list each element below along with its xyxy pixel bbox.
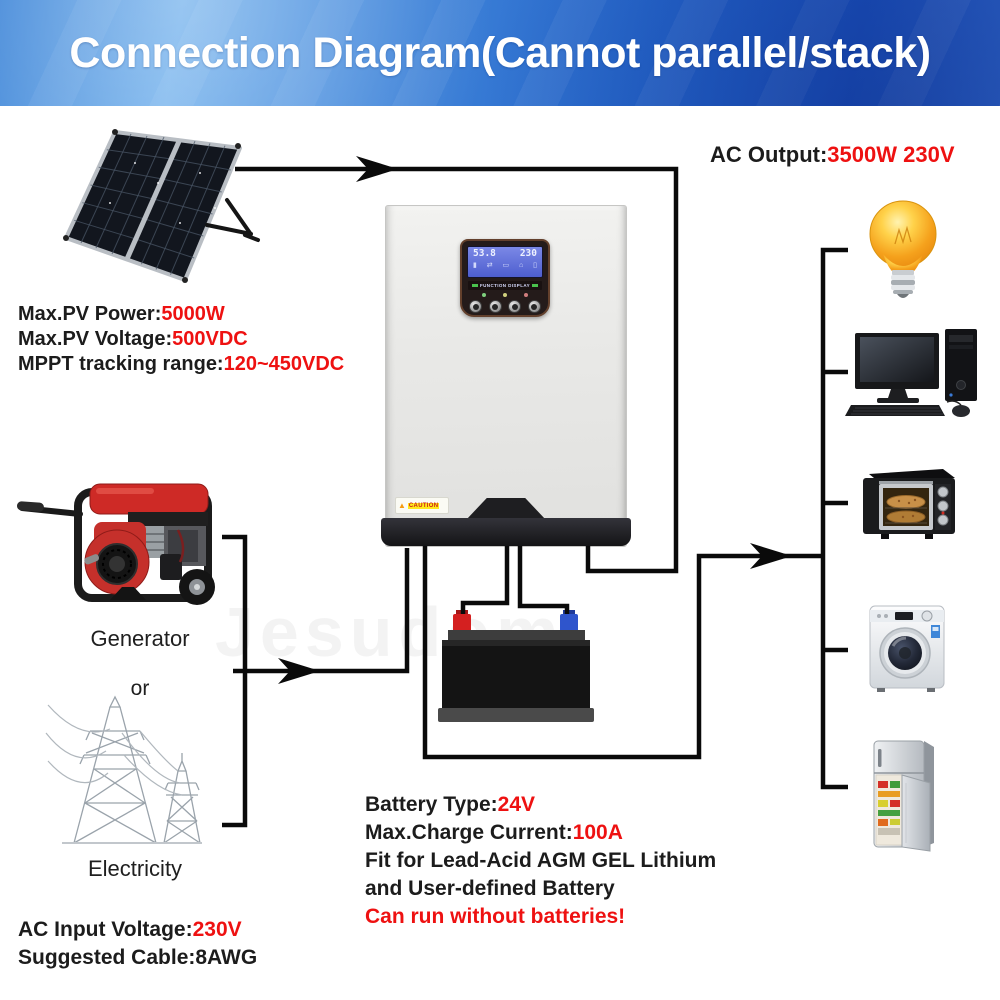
caution-label: ▲ CAUTION <box>395 497 449 514</box>
lcd-status-icons: ▮⇄▭⌂▯ <box>472 262 538 269</box>
solar-panel-illustration <box>63 129 260 283</box>
battery-spec-line: Max.Charge Current:100A <box>365 821 623 844</box>
refrigerator-icon <box>873 740 934 852</box>
pv-spec-line: Max.PV Power:5000W <box>18 303 225 325</box>
inverter-bottom-band <box>381 518 631 546</box>
ac-output-line <box>422 546 823 760</box>
battery-negative-terminal <box>560 614 578 632</box>
inverter-lcd-screen: 53.8 230 ▮⇄▭⌂▯ <box>467 246 543 278</box>
ac-output-text: AC Output:3500W 230V <box>710 142 955 167</box>
pv-specs-text: Max.PV Power:5000W Max.PV Voltage:500VDC… <box>18 302 344 377</box>
inverter-display-panel: 53.8 230 ▮⇄▭⌂▯ FUNCTION DISPLAY <box>460 239 550 317</box>
battery-positive-wire <box>460 546 510 614</box>
desktop-computer-icon <box>845 329 977 417</box>
lcd-left-value: 53.8 <box>473 248 496 259</box>
ac-input-line <box>233 548 410 674</box>
ac-input-text: AC Input Voltage:230V Suggested Cable:8A… <box>18 916 257 972</box>
toaster-oven-icon <box>863 469 955 539</box>
inverter-bottom-vent <box>466 498 546 520</box>
function-display-strip: FUNCTION DISPLAY <box>468 281 542 290</box>
ac-input-line: AC Input Voltage:230V <box>18 918 242 941</box>
appliance-bracket-line <box>820 247 848 790</box>
battery-spec-line: Can run without batteries! <box>365 905 626 928</box>
inverter-button <box>527 300 541 313</box>
inverter-button <box>508 300 522 313</box>
ac-output-arrowhead <box>750 543 792 569</box>
battery-negative-wire <box>517 546 570 614</box>
washing-machine-icon <box>869 605 945 692</box>
pv-arrowhead <box>356 156 398 182</box>
ac-input-line: Suggested Cable:8AWG <box>18 946 258 969</box>
indicator-leds <box>462 293 548 297</box>
battery-spec-line: Battery Type:24V <box>365 793 536 816</box>
pv-spec-line: Max.PV Voltage:500VDC <box>18 328 248 350</box>
ac-input-arrowhead <box>278 658 320 684</box>
warning-triangle-icon: ▲ <box>398 500 406 510</box>
battery-positive-terminal <box>453 614 471 632</box>
generator-label: Generator <box>90 626 190 651</box>
panel-kickstand <box>205 198 260 242</box>
battery-illustration <box>438 610 594 722</box>
lcd-right-value: 230 <box>519 248 537 259</box>
inverter-button <box>469 300 482 313</box>
inverter-button <box>488 300 502 313</box>
power-pylon-illustration <box>45 695 202 844</box>
pv-connection-line <box>235 166 679 574</box>
or-label: or <box>130 677 150 700</box>
pv-spec-line: MPPT tracking range:120~450VDC <box>18 353 345 375</box>
source-bracket-line <box>222 534 248 828</box>
light-bulb-icon <box>869 200 937 298</box>
generator-illustration <box>16 483 215 605</box>
battery-spec-line: and User-defined Battery <box>365 877 615 900</box>
battery-spec-line: Fit for Lead-Acid AGM GEL Lithium <box>365 849 717 872</box>
battery-specs-text: Battery Type:24V Max.Charge Current:100A… <box>365 791 716 931</box>
page-title: Connection Diagram(Cannot parallel/stack… <box>69 28 931 77</box>
electricity-label: Electricity <box>87 856 183 881</box>
title-banner: Connection Diagram(Cannot parallel/stack… <box>0 0 1000 106</box>
inverter-illustration: 53.8 230 ▮⇄▭⌂▯ FUNCTION DISPLAY ▲ <box>381 205 631 547</box>
